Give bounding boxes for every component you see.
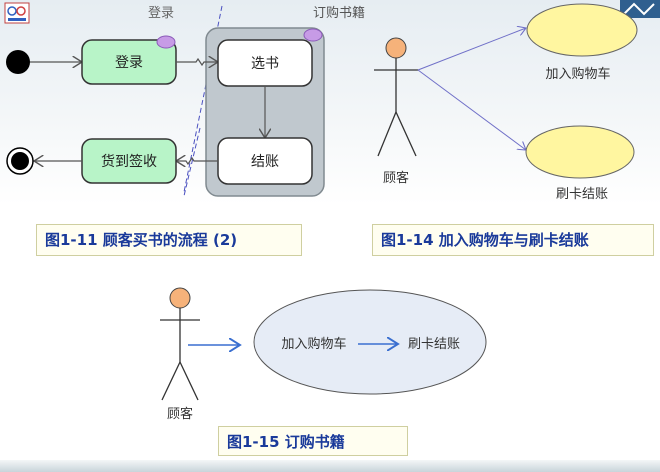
actor-leg-right xyxy=(395,111,417,157)
actor-head xyxy=(169,287,191,309)
order-container-tag xyxy=(303,28,323,42)
order-lane-label: 订购书籍 xyxy=(313,5,365,21)
usecase-diagram-1-15: 顾客 加入购物车 刷卡结账 xyxy=(160,287,487,422)
actor-leg-left xyxy=(161,361,181,401)
figure-caption-1-14: 图1-14 加入购物车与刷卡结账 xyxy=(372,224,654,256)
order-books-usecase xyxy=(253,289,487,395)
logo-icon xyxy=(4,2,30,24)
usecase-cart-label: 加入购物车 xyxy=(281,336,346,352)
association-cart-arrow xyxy=(417,28,526,71)
activity-diagram: 登录 订购书籍 登录 选书 结账 货到签收 xyxy=(6,5,365,197)
usecase-diagram-1-14: 顾客 加入购物车 刷卡结账 xyxy=(374,3,638,202)
select-book-state-label: 选书 xyxy=(251,56,279,72)
actor-label: 顾客 xyxy=(167,406,193,422)
delivery-state-label: 货到签收 xyxy=(101,153,157,170)
end-node xyxy=(11,152,29,170)
usecase-card-label: 刷卡结账 xyxy=(556,187,608,202)
login-state-tag xyxy=(156,35,176,49)
swimlane-divider-2 xyxy=(183,127,201,197)
start-node xyxy=(6,50,30,74)
actor-leg-right xyxy=(179,361,199,401)
usecase-cart-label: 加入购物车 xyxy=(545,66,610,82)
checkout-state-label: 结账 xyxy=(251,154,279,170)
usecase-card xyxy=(525,125,635,179)
corner-decoration-icon xyxy=(620,0,660,18)
actor-head xyxy=(385,37,407,59)
usecase-card-label: 刷卡结账 xyxy=(408,337,460,352)
login-to-select-arrow xyxy=(176,59,218,65)
actor-label: 顾客 xyxy=(383,170,409,186)
login-lane-label: 登录 xyxy=(148,6,174,21)
figure-caption-1-11: 图1-11 顾客买书的流程 (2) xyxy=(36,224,302,256)
footer-band xyxy=(0,460,660,472)
checkout-to-delivery-arrow xyxy=(176,158,218,164)
usecase-cart xyxy=(526,3,638,57)
login-state-label: 登录 xyxy=(115,55,143,71)
figure-caption-1-15: 图1-15 订购书籍 xyxy=(218,426,408,456)
association-card-arrow xyxy=(417,69,526,150)
actor-leg-left xyxy=(377,111,397,157)
